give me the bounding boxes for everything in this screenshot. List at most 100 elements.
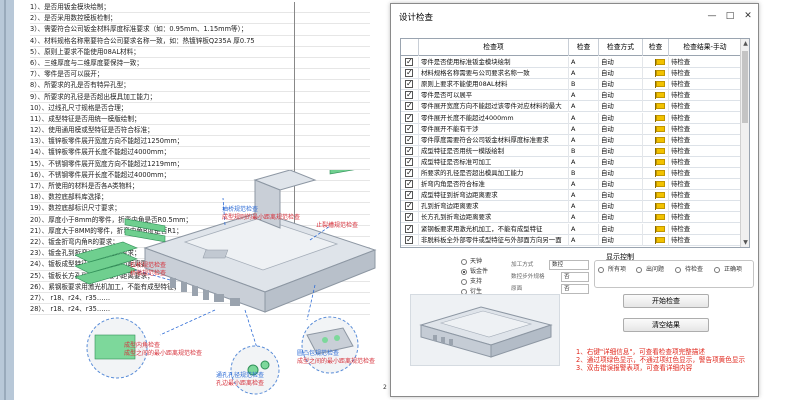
check-item-cell: 长方孔到折弯边距离要求 [419, 212, 569, 224]
row-checkbox[interactable] [405, 146, 413, 156]
scroll-up-icon[interactable]: ▲ [743, 40, 748, 47]
flag-icon[interactable] [655, 225, 665, 233]
scrollbar-thumb[interactable] [742, 51, 748, 123]
row-checkbox[interactable] [405, 201, 413, 211]
param-label: 数控步外规格 [511, 274, 545, 280]
row-checkbox[interactable] [405, 79, 413, 89]
scroll-down-icon[interactable]: ▼ [743, 239, 748, 246]
flag-icon[interactable] [655, 170, 665, 177]
radio-circle [461, 259, 467, 265]
row-checkbox[interactable] [405, 113, 413, 123]
row-checkbox[interactable] [405, 57, 413, 67]
row-checkbox[interactable] [405, 235, 413, 245]
row-checkbox[interactable] [405, 101, 413, 111]
radio-circle [636, 267, 642, 273]
title-bar[interactable]: 设计检查 — □ ✕ [391, 4, 758, 30]
row-checkbox[interactable] [405, 90, 413, 100]
level-cell: A [569, 190, 599, 202]
flag-icon[interactable] [655, 136, 665, 144]
header-result[interactable]: 检查结果-手动 [669, 39, 742, 56]
requirement-line: 12）、使用通用模或型特征是否符合标准； [30, 125, 370, 137]
result-cell: 待检查 [669, 179, 742, 191]
flag-icon[interactable] [655, 59, 665, 66]
row-checkbox[interactable] [405, 212, 413, 222]
vertical-scrollbar[interactable]: ▲ ▼ [740, 39, 749, 247]
requirement-line: 17）、所使用的材料是否各A类物料； [30, 181, 370, 193]
header-item[interactable]: 检查项 [419, 39, 569, 56]
row-checkbox[interactable] [405, 157, 413, 167]
flag-icon[interactable] [655, 92, 665, 100]
requirement-line: 2）、是否采用数控模板检制； [30, 13, 370, 25]
requirement-line: 9）、所要求的孔径是否超出模具加工能力； [30, 92, 370, 103]
flag-icon[interactable] [655, 81, 665, 89]
row-checkbox[interactable] [405, 224, 413, 234]
result-cell: 待检查 [669, 90, 742, 102]
result-cell: 待检查 [669, 234, 742, 246]
flag-icon[interactable] [655, 203, 665, 211]
flag-cell [643, 101, 669, 113]
result-cell: 待检查 [669, 223, 742, 235]
table-header: 检查项 检查 检查方式 检查 检查结果-手动 [401, 39, 749, 56]
flag-cell [643, 90, 669, 102]
param-value-field[interactable]: 数控 [549, 260, 589, 270]
select-cell [401, 112, 419, 124]
radio-option-2[interactable]: 钣金件 [461, 267, 511, 277]
clear-results-button[interactable]: 清空结果 [623, 318, 709, 332]
result-cell: 待检查 [669, 190, 742, 202]
flag-icon[interactable] [655, 214, 665, 222]
flag-icon[interactable] [655, 70, 665, 78]
flag-icon[interactable] [655, 103, 665, 111]
flag-icon[interactable] [655, 181, 665, 189]
header-flag[interactable]: 检查 [643, 39, 669, 56]
flag-cell [643, 134, 669, 146]
radio-option-1[interactable]: 天钟 [461, 257, 511, 267]
select-cell [401, 168, 419, 179]
mode-cell: 自动 [599, 168, 643, 179]
row-checkbox[interactable] [405, 68, 413, 78]
row-checkbox[interactable] [405, 135, 413, 145]
maximize-button[interactable]: □ [725, 11, 735, 21]
check-item-cell: 零件是否可以展平 [419, 90, 569, 102]
header-level[interactable]: 检查 [569, 39, 599, 56]
row-checkbox[interactable] [405, 190, 413, 200]
callout-inner-angle: 成型内角检查 成型之间的最小距离规范检查 [124, 342, 202, 357]
radio-option-3[interactable]: 支持 [461, 277, 511, 287]
flag-icon[interactable] [655, 158, 665, 166]
start-check-button[interactable]: 开始检查 [623, 294, 709, 308]
row-checkbox[interactable] [405, 124, 413, 134]
level-cell: B [569, 168, 599, 179]
param-value-field[interactable]: 否 [561, 272, 589, 282]
minimize-button[interactable]: — [707, 11, 717, 21]
flag-icon[interactable] [655, 236, 665, 244]
flag-icon[interactable] [655, 114, 665, 122]
flag-icon[interactable] [655, 192, 665, 200]
flag-icon[interactable] [655, 125, 665, 133]
param-value-field[interactable]: 否 [561, 284, 589, 294]
requirement-line: 5）、原则上要求不能使用08AL材料； [30, 47, 370, 58]
header-mode[interactable]: 检查方式 [599, 39, 643, 56]
flag-cell [643, 145, 669, 157]
row-checkbox[interactable] [405, 179, 413, 189]
flag-icon[interactable] [655, 147, 665, 155]
row-checkbox[interactable] [405, 168, 413, 178]
requirement-line: 1）、是否用钣金模块绘制； [30, 2, 370, 14]
callout-extrusion: 抽桥规范检查 成型规则的最小距离规范检查 [222, 206, 300, 221]
close-button[interactable]: ✕ [744, 11, 752, 21]
